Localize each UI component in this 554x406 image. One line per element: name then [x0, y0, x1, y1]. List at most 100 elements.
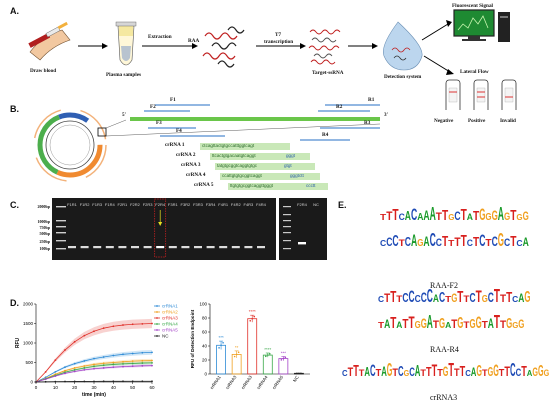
ladder-1000: 1000bp [37, 219, 50, 224]
gel-band [298, 242, 306, 245]
series-point [93, 363, 95, 366]
x-tick-label: 50 [130, 385, 136, 390]
panel-a-label: A. [10, 6, 19, 16]
replicate-point [233, 355, 236, 358]
y-tick-label: 1000 [23, 341, 34, 346]
primer-f3: F3 [156, 120, 162, 126]
series-point [112, 363, 115, 366]
series-point [83, 380, 86, 383]
lane-label: F4R4 [256, 202, 267, 207]
logo-letter: T [482, 320, 489, 331]
lane-label: F1R4 [105, 202, 116, 207]
gel-band [231, 246, 240, 249]
logo-letter: T [390, 314, 396, 332]
ladder-band [283, 232, 291, 234]
primer-f1: F1 [170, 97, 176, 103]
significance-stars: **** [249, 309, 256, 314]
logo-letter: G [524, 288, 530, 306]
lane-label: F4R1 [218, 202, 229, 207]
replicate-point [282, 357, 285, 360]
logo-letter: C [465, 369, 471, 378]
crrna3-label: crRNA 3 [181, 162, 201, 168]
logo-letter: C [439, 289, 445, 306]
logo-letter: C [427, 286, 433, 306]
legend-label: NC [162, 334, 169, 339]
crrna-highlight-boxes [200, 143, 328, 190]
label-raa: RAA [188, 38, 200, 44]
logo-letter: T [348, 365, 354, 379]
replicate-point [220, 344, 222, 347]
gel-image-main [52, 198, 276, 260]
logo-letter: G [479, 205, 485, 224]
lane-label: F2R1 [118, 202, 129, 207]
series-point [73, 369, 76, 371]
significance-stars: *** [218, 335, 224, 340]
logo-letter: T [460, 363, 466, 380]
series-point [112, 361, 115, 364]
logo-letter: G [451, 291, 457, 305]
logo-letter: T [399, 238, 406, 248]
logo-letter: G [415, 320, 421, 331]
series-point [151, 322, 153, 325]
ladder-band [56, 226, 66, 228]
label-draw-blood: Draw blood [30, 68, 57, 74]
logo-letter: G [421, 315, 427, 331]
y-tick-label: 100 [199, 302, 207, 307]
computer-icon [453, 9, 510, 42]
raa-dna-icon [202, 26, 245, 68]
logo-letter: G [523, 209, 529, 223]
series-point [151, 380, 153, 383]
y-tick-label: 80 [202, 316, 208, 321]
replicate-point [298, 372, 300, 375]
lane-label: F2R2 [130, 202, 141, 207]
label-target-ssrna: Target-ssRNA [312, 70, 344, 76]
series-point [122, 380, 124, 383]
label-lateral-flow: Lateral Flow [460, 69, 489, 75]
logo-letter: C [378, 295, 384, 304]
panel-d-label: D. [10, 298, 19, 308]
ladder-band [56, 206, 66, 208]
logo-letter: T [454, 235, 461, 249]
logo-letter: C [467, 238, 474, 248]
logo-letter: A [498, 204, 504, 224]
bar [262, 354, 273, 375]
series-point [151, 359, 153, 362]
logo-letter: T [463, 294, 470, 304]
significance-stars: **** [264, 347, 271, 352]
series-point [112, 325, 115, 328]
logo-letter: T [378, 321, 384, 330]
lane-label: F1R3 [92, 202, 103, 207]
category-label: crRNA5 [271, 374, 284, 390]
logo-letter: A [488, 315, 494, 331]
logo-letter: C [409, 287, 415, 306]
logo-letter: T [494, 286, 500, 306]
logo-letter: T [463, 320, 470, 330]
logo-letter: A [396, 320, 403, 330]
gel-band [131, 246, 139, 249]
series-point [64, 349, 66, 351]
logo-letter: A [430, 204, 436, 224]
y-tick-label: 60 [202, 330, 208, 335]
logo-letter: G [439, 315, 445, 332]
logo-letter: A [445, 321, 451, 330]
draw-blood-icon [28, 21, 71, 61]
primer-r3: R3 [364, 120, 371, 126]
logo-letter: C [386, 235, 392, 249]
logo-letter: T [420, 368, 426, 378]
series-point [54, 375, 57, 378]
logo-letter: T [442, 207, 449, 224]
logo-letter: T [386, 209, 393, 223]
logo-letter: T [504, 363, 510, 379]
logo-letter: T [500, 319, 506, 331]
ladder-band [56, 240, 66, 242]
replicate-point [237, 351, 240, 354]
crrna3-seq: tatgtgcggtcaggtgtgc [217, 163, 258, 168]
logo-letter: A [471, 365, 477, 379]
legend-label: crRNA3 [162, 316, 178, 321]
series-point [122, 360, 124, 363]
logo-letter: T [433, 319, 439, 331]
logo-letter: G [488, 364, 494, 379]
logo-letter: G [518, 317, 524, 331]
